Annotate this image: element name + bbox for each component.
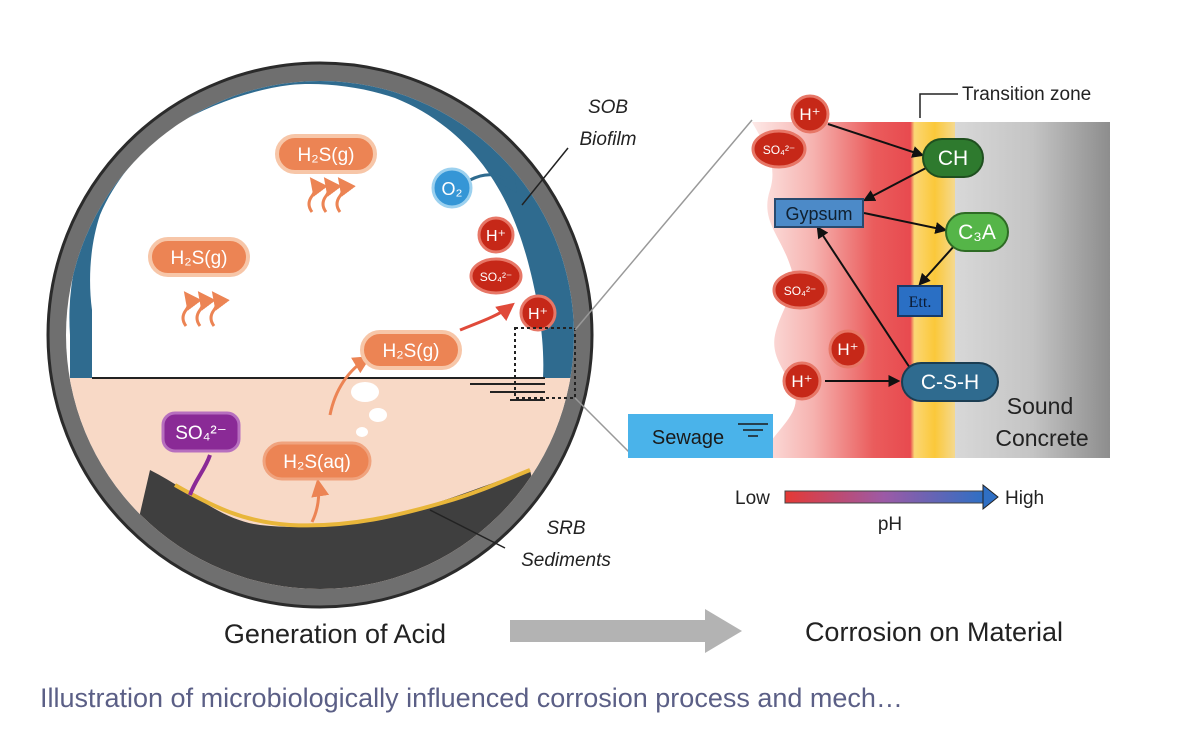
sulfate-pill: SO₄²⁻ [161,411,241,453]
sound-label: Sound [1007,393,1074,419]
gypsum-label: Gypsum [785,204,852,224]
gas-rise-arrows-2 [181,291,230,327]
sediment-to-aq-arrow [310,478,330,523]
csh-node: C-S-H [901,362,999,402]
oxygen-arrow [469,173,517,193]
ph-high-label: High [1005,488,1044,509]
h2s-gas-label: H₂S(g) [171,248,228,269]
h2s-gas-pill-2: H₂S(g) [148,237,250,277]
ph-scale: Low High pH [735,483,1044,535]
c3a-node: C₃A [945,212,1009,252]
gypsum-node: Gypsum [774,198,864,228]
aq-to-gas-arrow [328,356,372,416]
concrete-label: Concrete [995,425,1088,451]
c3a-label: C₃A [958,221,996,244]
h2s-gas-pill-3: H₂S(g) [360,330,462,370]
biofilm-label: Biofilm [579,129,636,150]
svg-text:H⁺: H⁺ [837,340,858,359]
sulfate-ion-label: SO₄²⁻ [480,270,513,284]
sulfate-label: SO₄²⁻ [175,423,227,444]
hydrogen-ion: H⁺ [782,361,822,401]
hydrogen-ion-attached: H⁺ [519,294,557,332]
gas-to-acid-arrow [459,302,515,332]
h2s-gas-pill-1: H₂S(g) [275,134,377,174]
corrosion-on-material-label: Corrosion on Material [805,617,1063,647]
zoom-box [514,327,576,399]
hydrogen-ion: H⁺ [477,216,515,254]
transition-zone-label: Transition zone [962,84,1091,105]
ett-label: Ett. [909,294,932,311]
h2s-aq-label: H₂S(aq) [283,452,351,473]
h2s-gas-label: H₂S(g) [298,145,355,166]
srb-label: SRB [546,518,585,539]
sulfate-ion: SO₄²⁻ [772,270,828,310]
svg-text:H⁺: H⁺ [799,105,820,124]
bubble [369,408,387,422]
svg-text:SO₄²⁻: SO₄²⁻ [784,284,817,298]
bubble [351,382,379,402]
generation-of-acid-label: Generation of Acid [224,619,446,649]
corrosion-detail-panel: Transition zone H⁺ SO₄²⁻ SO₄²⁻ H⁺ H⁺ [628,84,1110,458]
svg-text:SO₄²⁻: SO₄²⁻ [763,143,796,157]
oxygen-label: O₂ [442,179,463,199]
ch-node: CH [922,138,984,178]
sob-label: SOB [588,97,628,118]
sulfate-ion: SO₄²⁻ [751,129,807,169]
ph-gradient-bar [784,490,984,504]
pipe-cross-section: H₂S(g) H₂S(g) H₂S(g) H₂S(aq) SO₄²⁻ O₂ H⁺ [46,61,594,609]
figure-caption[interactable]: Illustration of microbiologically influe… [40,683,903,713]
sewage-box: Sewage [628,414,773,458]
sewage-label: Sewage [652,427,724,449]
ch-label: CH [938,147,968,170]
hydrogen-ion-label: H⁺ [528,306,548,323]
ettringite-node: Ett. [897,285,943,317]
h2s-aqueous-pill: H₂S(aq) [262,441,372,481]
ph-low-label: Low [735,488,770,509]
bubble [356,427,368,437]
ph-label: pH [878,514,902,535]
sediments-label: Sediments [521,550,611,571]
hydrogen-ion: H⁺ [828,329,868,369]
oxygen-molecule: O₂ [431,167,473,209]
sulfate-to-sediment-line [188,454,212,496]
sulfate-ion: SO₄²⁻ [469,257,523,295]
flow-arrow [510,609,742,653]
svg-text:H⁺: H⁺ [791,372,812,391]
gas-rise-arrows-1 [307,177,356,213]
hydrogen-ion-label: H⁺ [486,228,506,245]
sound-concrete-zone [955,122,1110,458]
csh-label: C-S-H [921,371,979,394]
hydrogen-ion: H⁺ [790,94,830,134]
h2s-gas-label: H₂S(g) [383,341,440,362]
